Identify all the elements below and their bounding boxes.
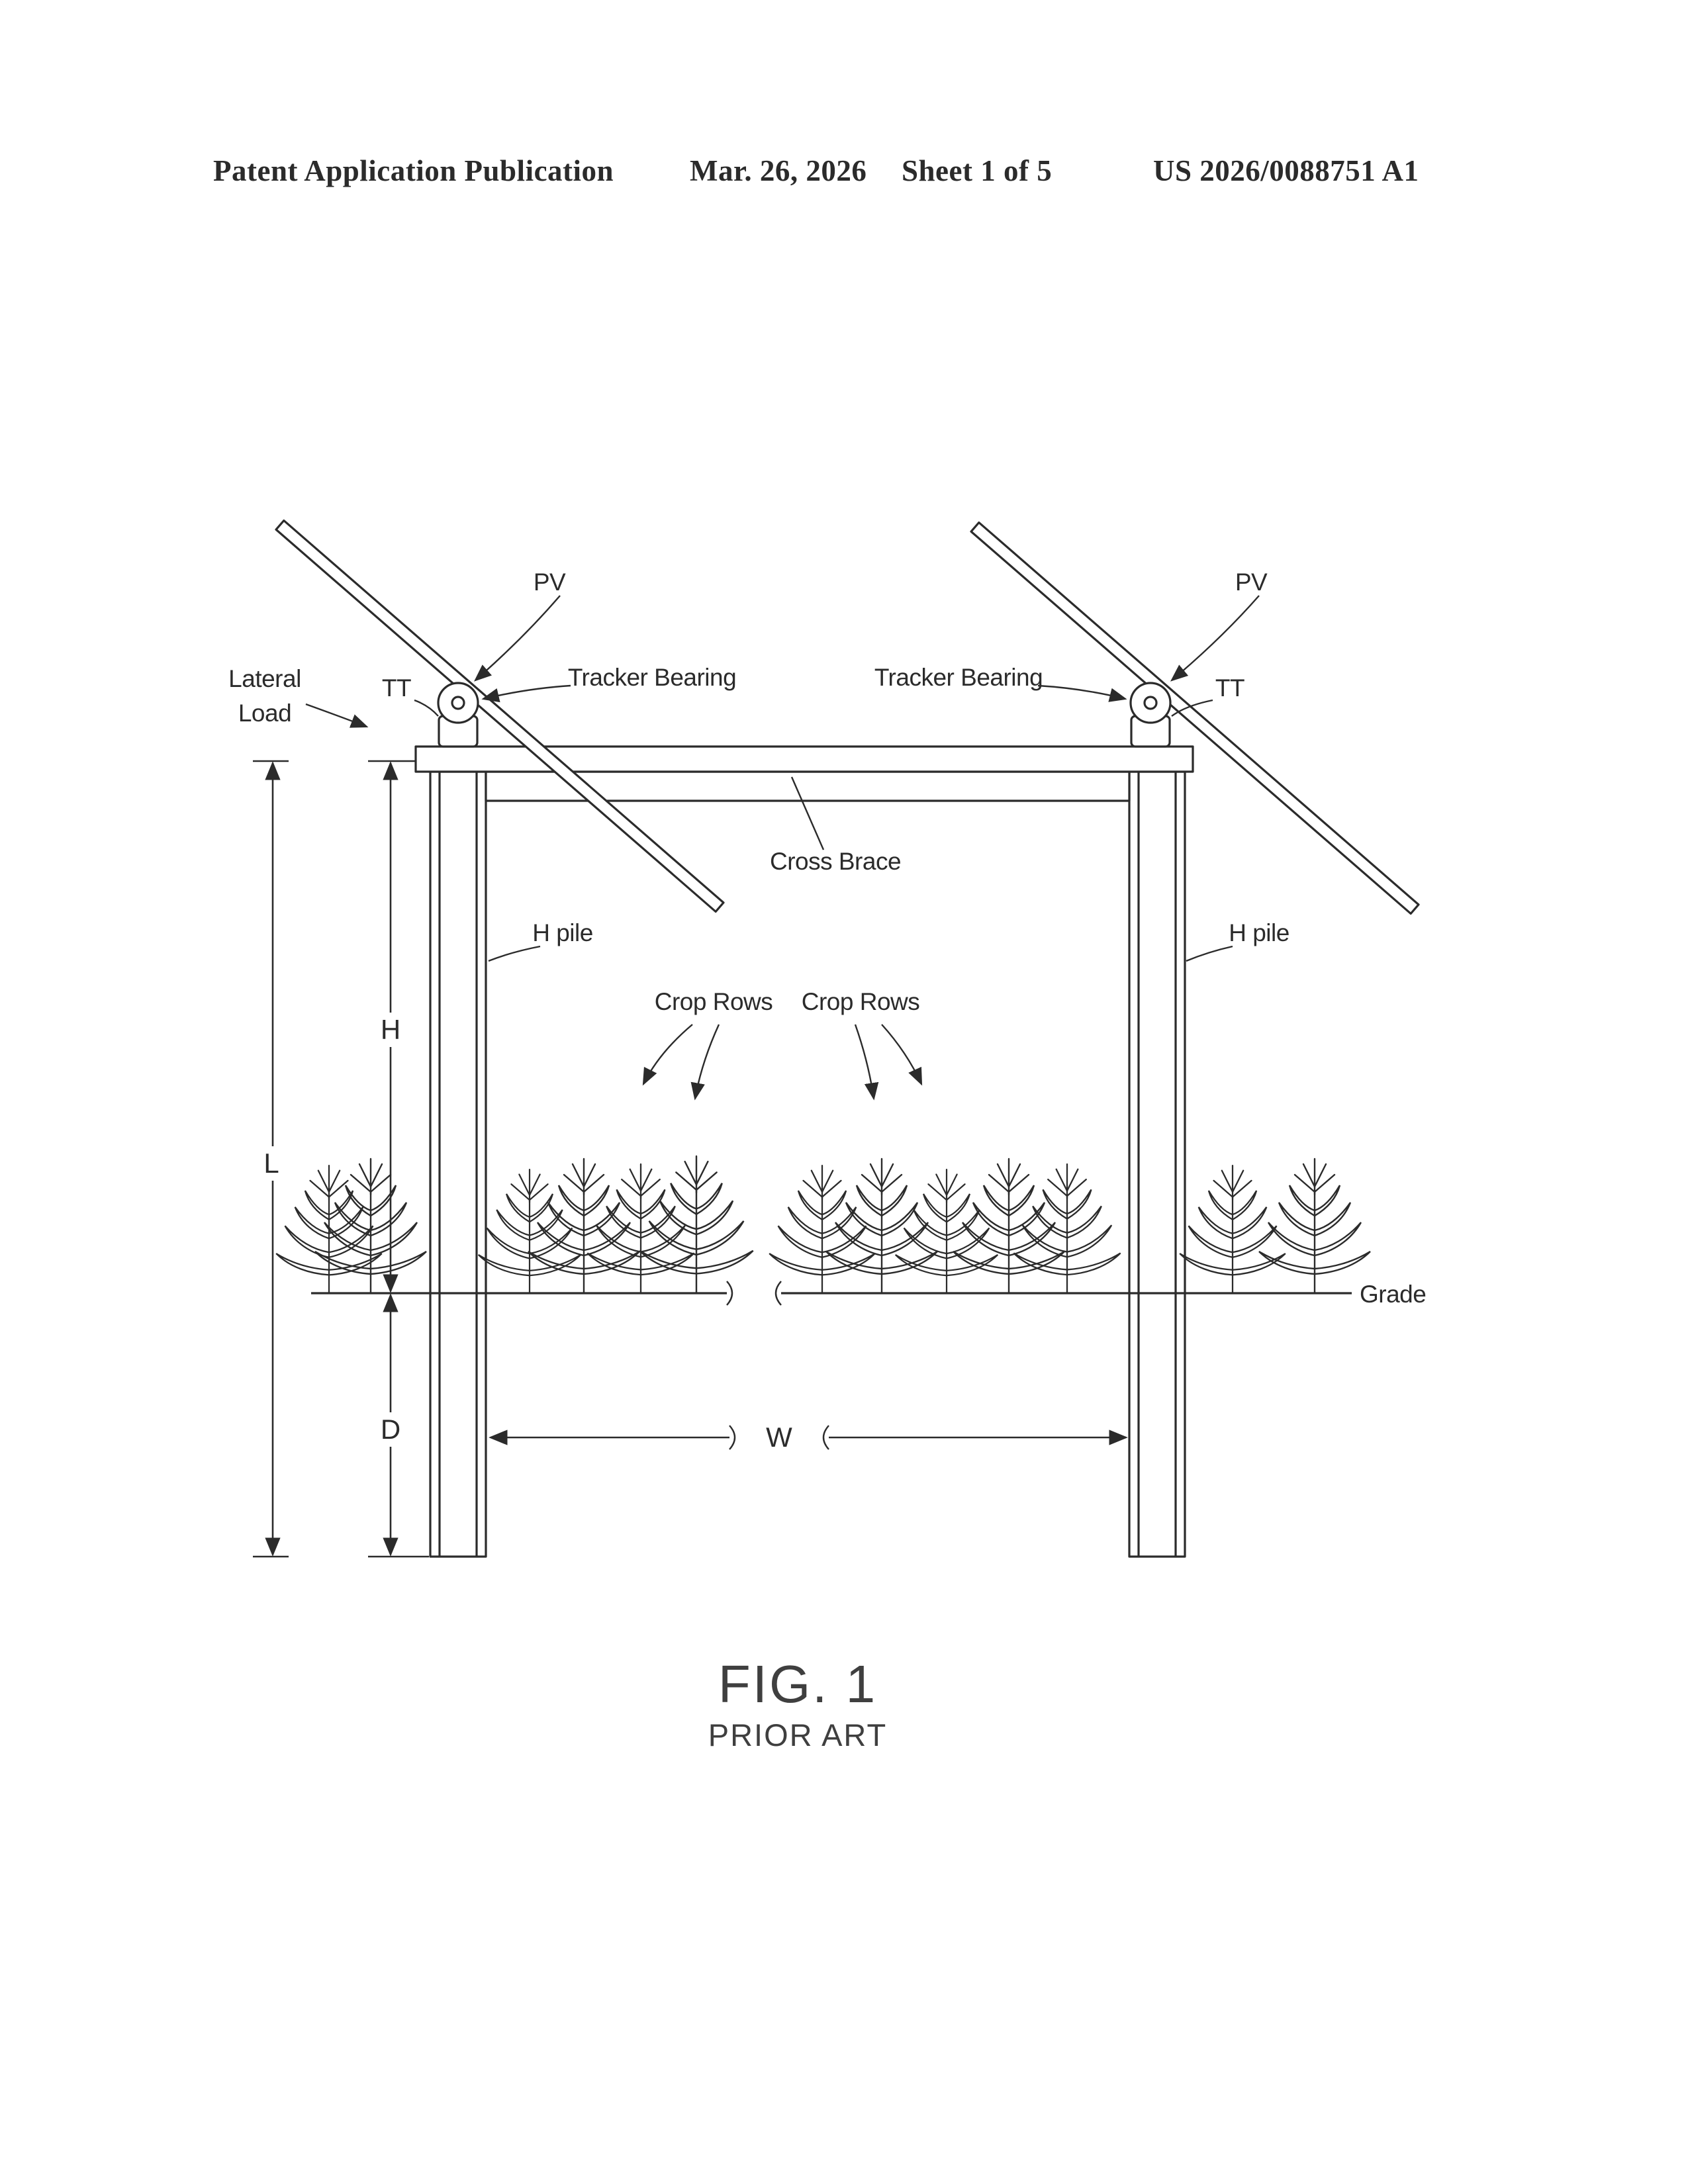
crop-plant xyxy=(586,1163,695,1294)
tracker-bearing-left-arrow xyxy=(481,684,571,703)
label-lateral-load-line1: Lateral xyxy=(228,665,301,692)
figure-title: FIG. 1 xyxy=(718,1655,877,1713)
lateral-load-arrow xyxy=(305,703,369,728)
dimension-lines-vertical xyxy=(253,760,429,1558)
dimension-label-W: W xyxy=(766,1422,792,1453)
label-h-pile-left: H pile xyxy=(532,919,593,946)
label-tracker-bearing-right: Tracker Bearing xyxy=(874,664,1043,691)
crop-plant xyxy=(314,1158,428,1294)
crop-plant xyxy=(477,1169,582,1294)
crop-plant xyxy=(1013,1163,1121,1294)
label-cross-brace: Cross Brace xyxy=(770,848,901,875)
grade-line xyxy=(311,1281,1352,1306)
h-pile-right-leader xyxy=(1186,945,1233,962)
crop-plant xyxy=(894,1169,999,1294)
h-pile-right xyxy=(1128,770,1186,1558)
crop-rows-left-arrow-1 xyxy=(642,1024,693,1086)
pv-panel-right xyxy=(970,521,1420,915)
header-sheet-number: Sheet 1 of 5 xyxy=(902,154,1053,187)
label-pv-right: PV xyxy=(1235,569,1268,596)
dimension-label-L: L xyxy=(263,1148,279,1179)
header-patent-number: US 2026/0088751 A1 xyxy=(1153,154,1419,187)
dimension-label-D: D xyxy=(381,1414,400,1445)
pv-left-arrow xyxy=(474,595,561,682)
label-tt-left: TT xyxy=(382,674,411,702)
label-crop-rows-right: Crop Rows xyxy=(802,988,920,1015)
label-pv-left: PV xyxy=(534,569,566,596)
label-tracker-bearing-left: Tracker Bearing xyxy=(568,664,736,691)
label-crop-rows-left: Crop Rows xyxy=(655,988,773,1015)
pv-panel-left xyxy=(275,519,725,913)
crop-plant xyxy=(769,1164,876,1294)
label-tt-right: TT xyxy=(1215,674,1244,702)
tt-left-leader xyxy=(414,699,439,717)
tracker-bearing-left xyxy=(437,682,479,724)
crop-rows-right-arrow-2 xyxy=(881,1024,923,1086)
label-h-pile-right: H pile xyxy=(1229,919,1289,946)
pv-right-arrow xyxy=(1170,595,1260,682)
dimension-label-H: H xyxy=(381,1014,400,1045)
h-pile-left-leader xyxy=(488,945,541,962)
header-date: Mar. 26, 2026 xyxy=(690,154,867,187)
crop-rows-left-arrow-2 xyxy=(690,1024,720,1101)
cross-brace-leader xyxy=(790,776,825,850)
header-publication: Patent Application Publication xyxy=(213,154,614,187)
label-lateral-load-line2: Load xyxy=(238,700,291,727)
label-grade: Grade xyxy=(1360,1281,1426,1308)
dimension-line-width xyxy=(489,1425,1128,1450)
tt-right-leader xyxy=(1171,699,1213,717)
crop-plant xyxy=(1179,1164,1286,1294)
crop-plant xyxy=(1258,1158,1372,1294)
crop-rows-right-arrow-1 xyxy=(854,1024,879,1101)
tracker-bearing-right-arrow xyxy=(1037,684,1127,702)
figure-subtitle: PRIOR ART xyxy=(708,1717,887,1752)
tracker-bearing-right xyxy=(1129,682,1172,724)
h-pile-left xyxy=(429,770,487,1558)
